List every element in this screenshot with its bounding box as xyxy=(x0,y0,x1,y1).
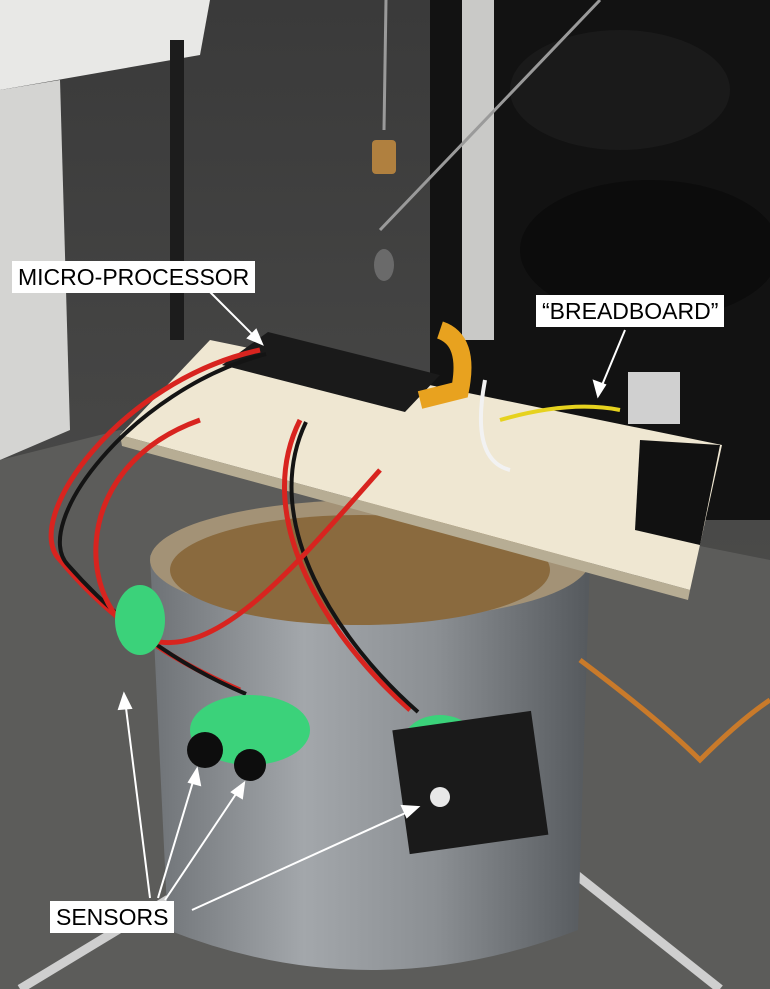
voltage-regulator xyxy=(628,372,680,424)
jumper-wire-yellow xyxy=(499,404,621,422)
label-micro-processor: MICRO-PROCESSOR xyxy=(12,261,256,293)
cable-clamp xyxy=(372,140,396,174)
ribbon-cable-trailing xyxy=(578,658,770,764)
desk-top xyxy=(0,0,210,90)
desk-leg xyxy=(170,40,184,340)
label-breadboard: “BREADBOARD” xyxy=(536,295,725,327)
ultrasonic-sensor xyxy=(234,749,266,781)
label-sensors: SENSORS xyxy=(50,901,175,933)
can-lid-board xyxy=(170,515,550,625)
sensor-putty xyxy=(115,585,165,655)
sensor-wire-black xyxy=(289,421,420,714)
sensor-lens xyxy=(430,787,450,807)
ultrasonic-sensor xyxy=(187,732,223,768)
black-tape-patch xyxy=(392,710,549,855)
swivel-hook xyxy=(374,249,394,281)
breadboard-edge xyxy=(120,435,690,600)
suspension-cable xyxy=(382,0,388,131)
chair-back xyxy=(510,30,730,150)
ribbon-cable xyxy=(417,321,472,409)
diagonal-cable xyxy=(378,0,602,232)
breadboard xyxy=(120,340,722,590)
chair-seat xyxy=(520,180,770,320)
vertical-pole xyxy=(462,0,494,340)
jumper-wire-white xyxy=(478,379,511,472)
sensor-wire-red xyxy=(282,418,412,712)
sensor-wire-black xyxy=(57,352,267,696)
battery-module xyxy=(635,440,720,545)
microprocessor-chip xyxy=(222,332,440,412)
